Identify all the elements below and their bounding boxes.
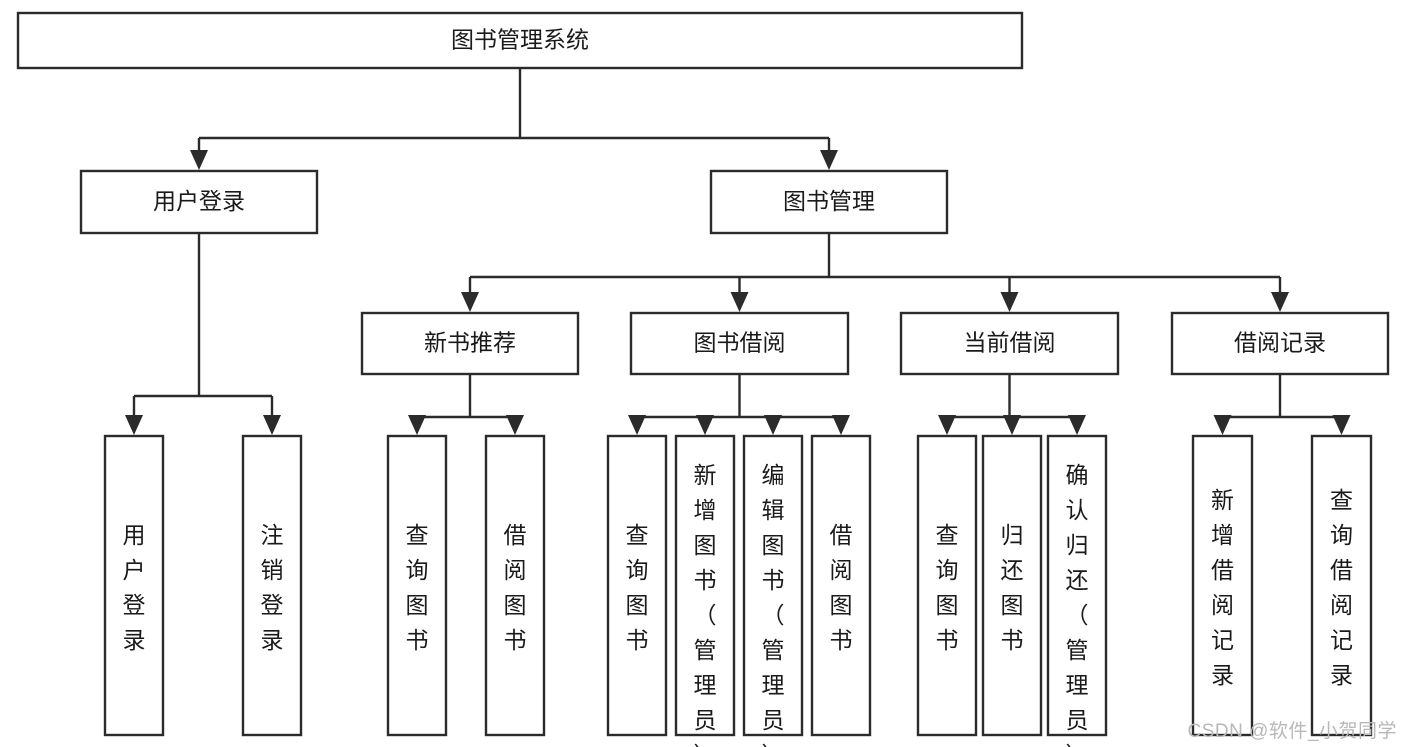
leaf-node-leaf-query-book-1-label: 查询图书 [406, 522, 429, 653]
leaf-node-leaf-borrow-book-1[interactable]: 借阅图书 [484, 434, 546, 737]
level2-node-book-manage[interactable]: 图书管理 [709, 169, 949, 235]
level3-node-book-borrow[interactable]: 图书借阅 [629, 311, 850, 376]
arrow-head-icon [1213, 415, 1232, 435]
leaf-node-leaf-confirm-return-label: 确认归还（管理员） [1066, 462, 1089, 747]
arrow-head-icon [1332, 415, 1351, 435]
leaf-node-leaf-logout-box[interactable] [241, 434, 303, 737]
level2-node-user-login-label: 用户登录 [153, 188, 245, 214]
leaf-node-leaf-query-book-1[interactable]: 查询图书 [386, 434, 448, 737]
leaf-node-leaf-query-book-3[interactable]: 查询图书 [916, 434, 978, 737]
leaf-node-leaf-borrow-book-1-label: 借阅图书 [504, 522, 527, 653]
leaf-node-leaf-edit-book-label: 编辑图书（管理员） [762, 462, 785, 747]
leaf-node-leaf-return-book-box[interactable] [981, 434, 1043, 737]
arrow-head-icon [820, 150, 838, 170]
arrow-head-icon [764, 415, 782, 435]
leaf-node-leaf-query-book-2-label: 查询图书 [626, 522, 649, 653]
arrow-head-icon [696, 415, 714, 435]
leaf-node-leaf-add-book[interactable]: 新增图书（管理员） [674, 434, 736, 747]
arrow-head-icon [125, 415, 143, 435]
arrow-head-icon [190, 150, 208, 170]
leaf-node-leaf-confirm-return[interactable]: 确认归还（管理员） [1046, 434, 1108, 747]
leaf-node-leaf-borrow-book-2-box[interactable] [810, 434, 872, 737]
arrow-head-icon [938, 415, 956, 435]
leaf-node-leaf-edit-book-box[interactable] [742, 434, 804, 737]
arrow-head-icon [1000, 292, 1019, 312]
leaf-node-leaf-add-record[interactable]: 新增借阅记录 [1191, 434, 1254, 737]
leaf-node-leaf-add-book-label: 新增图书（管理员） [694, 462, 717, 747]
leaf-node-leaf-query-book-3-box[interactable] [916, 434, 978, 737]
leaf-node-leaf-user-login-label: 用户登录 [123, 522, 146, 653]
level2-node-book-manage-label: 图书管理 [783, 188, 875, 214]
arrow-head-icon [1271, 292, 1289, 312]
leaf-node-leaf-borrow-book-2[interactable]: 借阅图书 [810, 434, 872, 737]
arrow-head-icon [506, 415, 524, 435]
level2-node-user-login[interactable]: 用户登录 [79, 169, 319, 235]
root-node-label: 图书管理系统 [451, 27, 589, 53]
level2-node-user-login-box[interactable] [79, 169, 319, 235]
level3-node-current-borrow-box[interactable] [899, 311, 1120, 376]
level3-node-book-borrow-box[interactable] [629, 311, 850, 376]
arrow-head-icon [628, 415, 646, 435]
nodes-layer: 图书管理系统用户登录图书管理新书推荐图书借阅当前借阅借阅记录用户登录注销登录查询… [16, 11, 1390, 747]
leaf-node-leaf-query-book-1-box[interactable] [386, 434, 448, 737]
arrow-head-icon [832, 415, 850, 435]
leaf-node-leaf-query-book-2[interactable]: 查询图书 [606, 434, 668, 737]
leaf-node-leaf-user-login[interactable]: 用户登录 [103, 434, 165, 737]
arrow-head-icon [461, 292, 479, 312]
arrow-head-icon [263, 415, 281, 435]
leaf-node-leaf-query-record[interactable]: 查询借阅记录 [1310, 434, 1373, 737]
leaf-node-leaf-logout[interactable]: 注销登录 [241, 434, 303, 737]
level3-node-borrow-record[interactable]: 借阅记录 [1170, 311, 1390, 376]
leaf-node-leaf-confirm-return-box[interactable] [1046, 434, 1108, 737]
leaf-node-leaf-borrow-book-2-label: 借阅图书 [830, 522, 853, 653]
level3-node-new-book-recommend-box[interactable] [360, 311, 580, 376]
level3-node-current-borrow-label: 当前借阅 [964, 330, 1056, 356]
level3-node-book-borrow-label: 图书借阅 [694, 330, 786, 356]
leaf-node-leaf-logout-label: 注销登录 [261, 522, 284, 653]
level3-node-borrow-record-box[interactable] [1170, 311, 1390, 376]
leaf-node-leaf-edit-book[interactable]: 编辑图书（管理员） [742, 434, 804, 747]
leaf-node-leaf-user-login-box[interactable] [103, 434, 165, 737]
leaf-node-leaf-add-record-box[interactable] [1191, 434, 1254, 737]
leaf-node-leaf-query-record-box[interactable] [1310, 434, 1373, 737]
root-node-box[interactable] [16, 11, 1024, 70]
leaf-node-leaf-add-book-box[interactable] [674, 434, 736, 737]
arrow-head-icon [1068, 415, 1086, 435]
root-node[interactable]: 图书管理系统 [16, 11, 1024, 70]
leaf-node-leaf-query-book-3-label: 查询图书 [936, 522, 959, 653]
arrow-head-icon [730, 292, 749, 312]
level3-node-borrow-record-label: 借阅记录 [1234, 330, 1326, 356]
leaf-node-leaf-add-record-label: 新增借阅记录 [1211, 487, 1234, 688]
level2-node-book-manage-box[interactable] [709, 169, 949, 235]
connectors-layer [125, 68, 1351, 435]
leaf-node-leaf-return-book[interactable]: 归还图书 [981, 434, 1043, 737]
leaf-node-leaf-query-record-label: 查询借阅记录 [1330, 487, 1353, 688]
leaf-node-leaf-query-book-2-box[interactable] [606, 434, 668, 737]
leaf-node-leaf-borrow-book-1-box[interactable] [484, 434, 546, 737]
level3-node-new-book-recommend[interactable]: 新书推荐 [360, 311, 580, 376]
arrow-head-icon [1003, 415, 1021, 435]
arrow-head-icon [408, 415, 426, 435]
level3-node-new-book-recommend-label: 新书推荐 [424, 330, 516, 356]
level3-node-current-borrow[interactable]: 当前借阅 [899, 311, 1120, 376]
leaf-node-leaf-return-book-label: 归还图书 [1001, 522, 1024, 653]
